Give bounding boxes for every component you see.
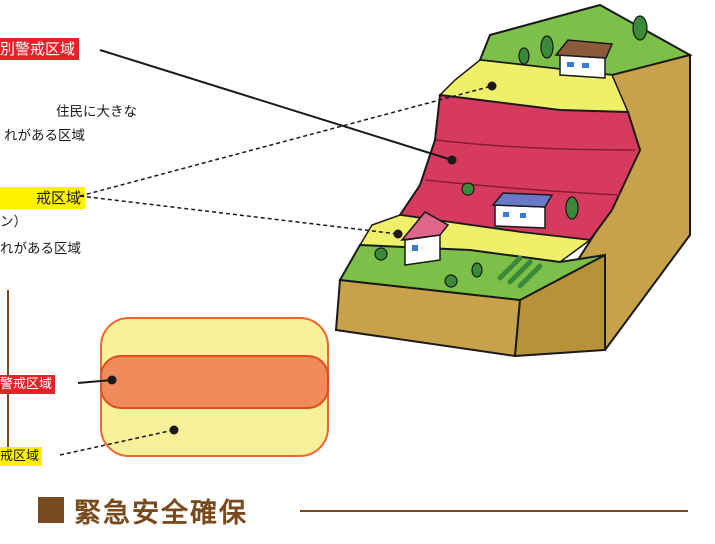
warning-zone-leader-top — [79, 85, 493, 197]
heading-square-bullet — [38, 497, 64, 523]
special-zone-description-line2: れがある区域 — [4, 128, 85, 144]
diagram-special-zone-label: 警戒区域 — [0, 375, 56, 394]
warning-zone-description-line1: ン） — [0, 214, 27, 230]
special-zone-description-line1: 住民に大きな — [56, 104, 137, 120]
heading-rule — [300, 510, 688, 512]
special-warning-zone-label: 別警戒区域 — [0, 38, 80, 60]
section-heading: 緊急安全確保 — [74, 498, 248, 529]
warning-zone-description-line2: れがある区域 — [0, 241, 81, 257]
warning-zone-leader-bottom — [79, 195, 399, 235]
diagram-special-zone — [100, 355, 329, 409]
top-green-terrace — [478, 3, 693, 77]
house-middle — [491, 192, 554, 229]
diagram-warning-zone-label: 戒区域 — [0, 447, 43, 466]
warning-zone-label: 戒区域 — [0, 187, 86, 209]
house-top — [554, 39, 614, 79]
special-zone-leader — [99, 49, 453, 161]
house-bottom — [400, 211, 450, 266]
